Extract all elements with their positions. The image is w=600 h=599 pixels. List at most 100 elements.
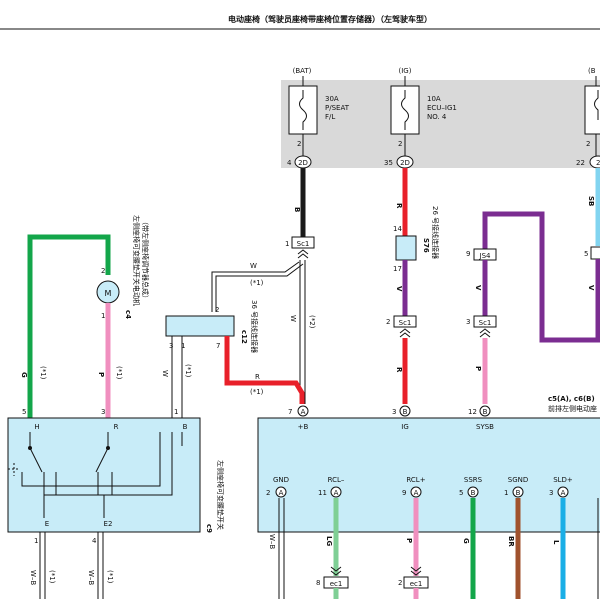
c9-label: 左侧座椅可变腰垫开关 <box>216 460 225 530</box>
sc1-sysb-chevron <box>479 328 491 338</box>
c9-pin-e-name: E <box>45 520 49 528</box>
wire-label-p-rcl: P <box>405 538 413 543</box>
ecu-rclm-num: 11 <box>318 489 327 497</box>
wire-label-sb: SB <box>587 196 595 206</box>
ecu-rclm-marker <box>330 486 342 498</box>
ecu-pin-sysb-conn: B <box>483 408 488 416</box>
fuse2-rating: 10A <box>427 95 441 103</box>
js4-pin: 9 <box>466 250 470 258</box>
connector-ec1-left-label: ec1 <box>330 580 343 588</box>
ecu-bottom-pin-rclp: RCL+ 9 A <box>402 476 426 498</box>
wire-label-p-sysb: P <box>474 366 482 371</box>
ecu-sgnd-marker <box>512 486 524 498</box>
c9-id: c9 <box>205 524 213 533</box>
ecu-gnd-num: 2 <box>266 489 270 497</box>
right-conn-pin: 5 <box>584 250 588 258</box>
fuse3-connector-label: 2A <box>596 159 600 167</box>
fuse2-pin: 2 <box>398 140 402 148</box>
diagram-title: 电动座椅（驾驶员座椅带座椅位置存储器）（左驾驶车型） <box>228 14 432 24</box>
fuse3-source: (B <box>588 67 596 75</box>
wire-note-wb-e: (*1) <box>48 570 56 584</box>
fuse1-pin: 2 <box>297 140 301 148</box>
connector-js4-label: JS4 <box>479 252 492 260</box>
ecu-pin-ig-marker <box>399 405 411 417</box>
wire-label-g-left: G <box>20 372 28 378</box>
c4-pin-bottom: 1 <box>101 312 105 320</box>
wire-label-wb-gnd: W–B <box>268 534 276 549</box>
fuse2-symbol <box>401 90 409 130</box>
ecu-bottom-pin-ssrs: SSRS 5 B <box>459 476 483 498</box>
c4-motor-label: M <box>105 289 112 298</box>
ecu-sldp-conn: A <box>561 489 566 497</box>
ecu-pin-ig-name: IG <box>401 423 409 431</box>
sc1-top-chevron <box>297 249 309 259</box>
ecu-pin-sysb-name: SYSB <box>476 423 494 431</box>
wire-label-wb-e2: W–B <box>87 570 95 585</box>
wire-note-upper: (*1) <box>250 279 264 287</box>
wire-label-w-main: W <box>289 315 297 322</box>
c4-label-line2: （带左侧座椅调节器总成） <box>141 218 150 302</box>
c12-pin-d: 1 <box>181 342 185 350</box>
c4-pin-top: 2 <box>101 267 105 275</box>
ecu-bottom-pin-rclm: RCL– 11 A <box>318 476 345 498</box>
connector-sc1-sysb <box>473 315 497 328</box>
wire-label-p-motor: P <box>97 372 105 377</box>
ecu-bottom-pin-gnd: GND 2 A <box>266 476 289 498</box>
c9-pin-h-name: H <box>34 423 39 431</box>
c9-pin-e2-num: 4 <box>92 537 97 545</box>
fuse-box-area <box>281 80 600 168</box>
wire-label-l: L <box>552 540 560 545</box>
ecu-sgnd-conn: B <box>516 489 521 497</box>
connector-sc1-top <box>291 236 315 249</box>
s76-pin-top: 14 <box>393 225 402 233</box>
ecu-desc: 前排左侧电动座 <box>548 404 597 413</box>
fuse1-name2: F/L <box>325 113 335 121</box>
fuse2-conn-pin: 35 <box>384 159 393 167</box>
ecu-bottom-pin-sldp: SLD+ 3 A <box>549 476 573 498</box>
fuse1-symbol <box>299 90 307 130</box>
sc1-top-pin: 1 <box>285 240 289 248</box>
wire-label-r-ig-lower: R <box>395 367 403 373</box>
ecu-pin-sysb-num: 12 <box>468 408 477 416</box>
c12-pin-b: 7 <box>216 342 220 350</box>
wire-note-r-lower: (*1) <box>250 388 264 396</box>
fuse1-rating: 30A <box>325 95 339 103</box>
ecu-rclp-name: RCL+ <box>406 476 425 484</box>
connector-c12 <box>165 315 235 337</box>
wire-label-br: BR <box>507 536 515 547</box>
fuse3-pin: 2 <box>586 140 590 148</box>
fuse1-conn-pin: 4 <box>287 159 292 167</box>
wire-white-w-to-c12-inner <box>215 263 304 312</box>
s76-pin-bottom: 17 <box>393 265 402 273</box>
ecu-sgnd-num: 1 <box>504 489 508 497</box>
s76-id: S76 <box>422 238 430 253</box>
fuse3-body <box>584 85 600 135</box>
fuse2-name1: ECU–IG1 <box>427 104 457 112</box>
connector-sc1-ig-label: Sc1 <box>399 319 412 327</box>
wire-white-w-to-c12-outer <box>211 261 300 312</box>
ecu-ref: c5(A), c6(B) <box>548 395 595 403</box>
fuse1-source: (BAT) <box>293 67 312 75</box>
wire-label-v-right: V <box>587 285 595 291</box>
connector-sc1-sysb-label: Sc1 <box>479 319 492 327</box>
c12-pin-c: 3 <box>169 342 173 350</box>
ecu-gnd-name: GND <box>273 476 289 484</box>
ecu-pin-b-name: +B <box>298 423 309 431</box>
ecu-pin-ig-num: 3 <box>392 408 396 416</box>
connector-sc1-ig <box>393 315 417 328</box>
ecu-sldp-name: SLD+ <box>553 476 573 484</box>
ec1-left-pin: 8 <box>316 579 320 587</box>
ecu-pin-ig-conn: B <box>403 408 408 416</box>
c9-pin-e-num: 1 <box>34 537 38 545</box>
ecu-gnd-marker <box>275 486 287 498</box>
ec1-right-pin: 2 <box>398 579 402 587</box>
c9-pin-r-name: R <box>114 423 119 431</box>
fuse2-name2: NO. 4 <box>427 113 447 121</box>
ecu-rclm-conn: A <box>334 489 339 497</box>
fuse1-name1: P/SEAT <box>325 104 350 112</box>
fuse1-connector-label: 2D <box>298 159 308 167</box>
c9-pin-r-num: 3 <box>101 408 105 416</box>
ecu-ssrs-conn: B <box>471 489 476 497</box>
sc1-ig-pin: 2 <box>386 318 390 326</box>
ecu-sldp-num: 3 <box>549 489 553 497</box>
